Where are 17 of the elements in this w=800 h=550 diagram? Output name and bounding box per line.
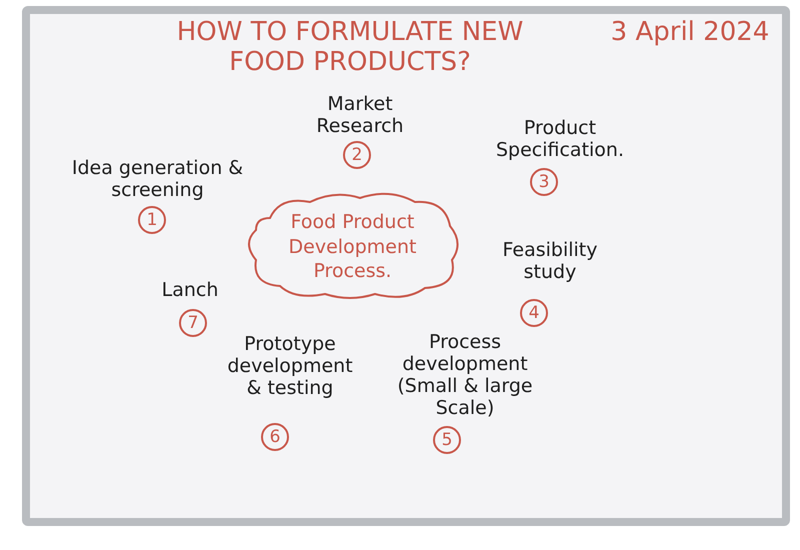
step-label: Idea generation & screening	[70, 158, 244, 202]
step-number: 2	[343, 141, 371, 169]
cloud-text: Food Product Development Process.	[288, 210, 418, 284]
step-number: 7	[179, 309, 207, 337]
date-text: 3 April 2024	[610, 18, 770, 48]
step-label: Product Specification.	[494, 118, 626, 162]
step-label: Process development (Small & large Scale)	[396, 332, 534, 420]
step-number: 6	[261, 423, 289, 451]
step-label: Market Research	[315, 94, 405, 138]
step-number: 5	[433, 426, 461, 454]
step-label: Feasibility study	[502, 240, 598, 284]
step-label: Lanch	[160, 280, 220, 302]
step-label: Prototype development & testing	[226, 334, 354, 400]
title: HOW TO FORMULATE NEW FOOD PRODUCTS?	[176, 18, 524, 78]
step-number: 4	[520, 299, 548, 327]
step-number: 1	[138, 206, 166, 234]
step-number: 3	[530, 168, 558, 196]
